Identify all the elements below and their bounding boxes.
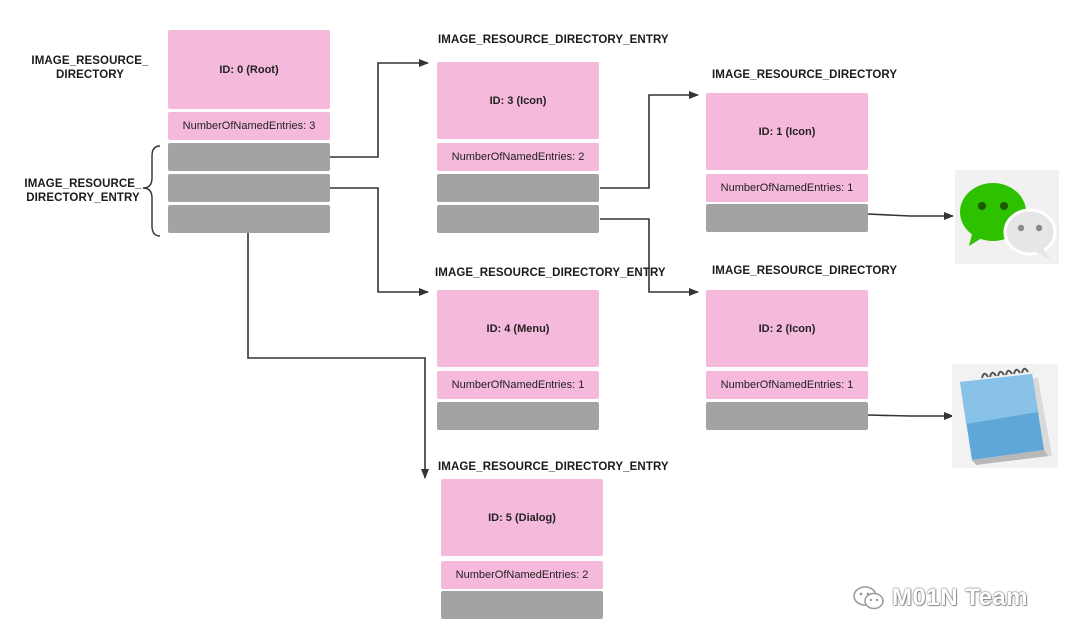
entry-brace (142, 145, 161, 237)
root-entry-2 (168, 174, 330, 202)
node1-header: IMAGE_RESOURCE_DIRECTORY (712, 69, 898, 81)
node3-header: IMAGE_RESOURCE_DIRECTORY_ENTRY (438, 34, 669, 46)
node4-count: NumberOfNamedEntries: 1 (451, 379, 585, 391)
node1-id: ID: 1 (Icon) (758, 125, 816, 138)
node4-id: ID: 4 (Menu) (486, 322, 550, 335)
link-root-to-node4 (330, 187, 429, 296)
root-count-box: NumberOfNamedEntries: 3 (168, 112, 330, 140)
root-type-label: IMAGE_RESOURCE_ DIRECTORY (31, 55, 149, 81)
root-count: NumberOfNamedEntries: 3 (182, 120, 316, 132)
link-node2-to-notepad (867, 412, 954, 420)
node1-count: NumberOfNamedEntries: 1 (720, 182, 854, 194)
root-id: ID: 0 (Root) (219, 63, 279, 76)
node1-count-box: NumberOfNamedEntries: 1 (706, 174, 868, 202)
link-node3-to-node2 (600, 218, 699, 296)
link-node3-to-node1 (600, 91, 699, 189)
link-node1-to-wechat (867, 212, 954, 220)
node1-id-box: ID: 1 (Icon) (706, 93, 868, 170)
node2-entry-1 (706, 402, 868, 430)
node1-entry-1 (706, 204, 868, 232)
node5-id: ID: 5 (Dialog) (488, 511, 556, 524)
node2-header: IMAGE_RESOURCE_DIRECTORY (712, 265, 898, 277)
link-root-to-node3 (330, 59, 429, 158)
node2-id: ID: 2 (Icon) (758, 322, 816, 335)
root-id-box: ID: 0 (Root) (168, 30, 330, 109)
node3-id-box: ID: 3 (Icon) (437, 62, 599, 139)
node3-id: ID: 3 (Icon) (489, 94, 547, 107)
link-root-to-node5 (247, 233, 429, 479)
node5-entry-1 (441, 591, 603, 619)
node3-count-box: NumberOfNamedEntries: 2 (437, 143, 599, 171)
root-entry-label: IMAGE_RESOURCE_ DIRECTORY_ENTRY (24, 178, 142, 204)
wechat-watermark-icon (853, 586, 884, 610)
node5-id-box: ID: 5 (Dialog) (441, 479, 603, 556)
watermark-text: M01N Team (892, 584, 1029, 611)
node4-count-box: NumberOfNamedEntries: 1 (437, 371, 599, 399)
node3-entry-2 (437, 205, 599, 233)
node5-header: IMAGE_RESOURCE_DIRECTORY_ENTRY (438, 461, 669, 473)
wechat-icon (955, 170, 1059, 264)
node4-header: IMAGE_RESOURCE_DIRECTORY_ENTRY (435, 267, 666, 279)
watermark: M01N Team (852, 584, 1028, 612)
node3-count: NumberOfNamedEntries: 2 (451, 151, 585, 163)
root-entry-1 (168, 143, 330, 171)
node4-entry-1 (437, 402, 599, 430)
node2-id-box: ID: 2 (Icon) (706, 290, 868, 367)
node2-count: NumberOfNamedEntries: 1 (720, 379, 854, 391)
node2-count-box: NumberOfNamedEntries: 1 (706, 371, 868, 399)
node3-entry-1 (437, 174, 599, 202)
node4-id-box: ID: 4 (Menu) (437, 290, 599, 367)
root-entry-3 (168, 205, 330, 233)
notepad-icon (952, 364, 1058, 468)
node5-count: NumberOfNamedEntries: 2 (455, 569, 589, 581)
node5-count-box: NumberOfNamedEntries: 2 (441, 561, 603, 589)
